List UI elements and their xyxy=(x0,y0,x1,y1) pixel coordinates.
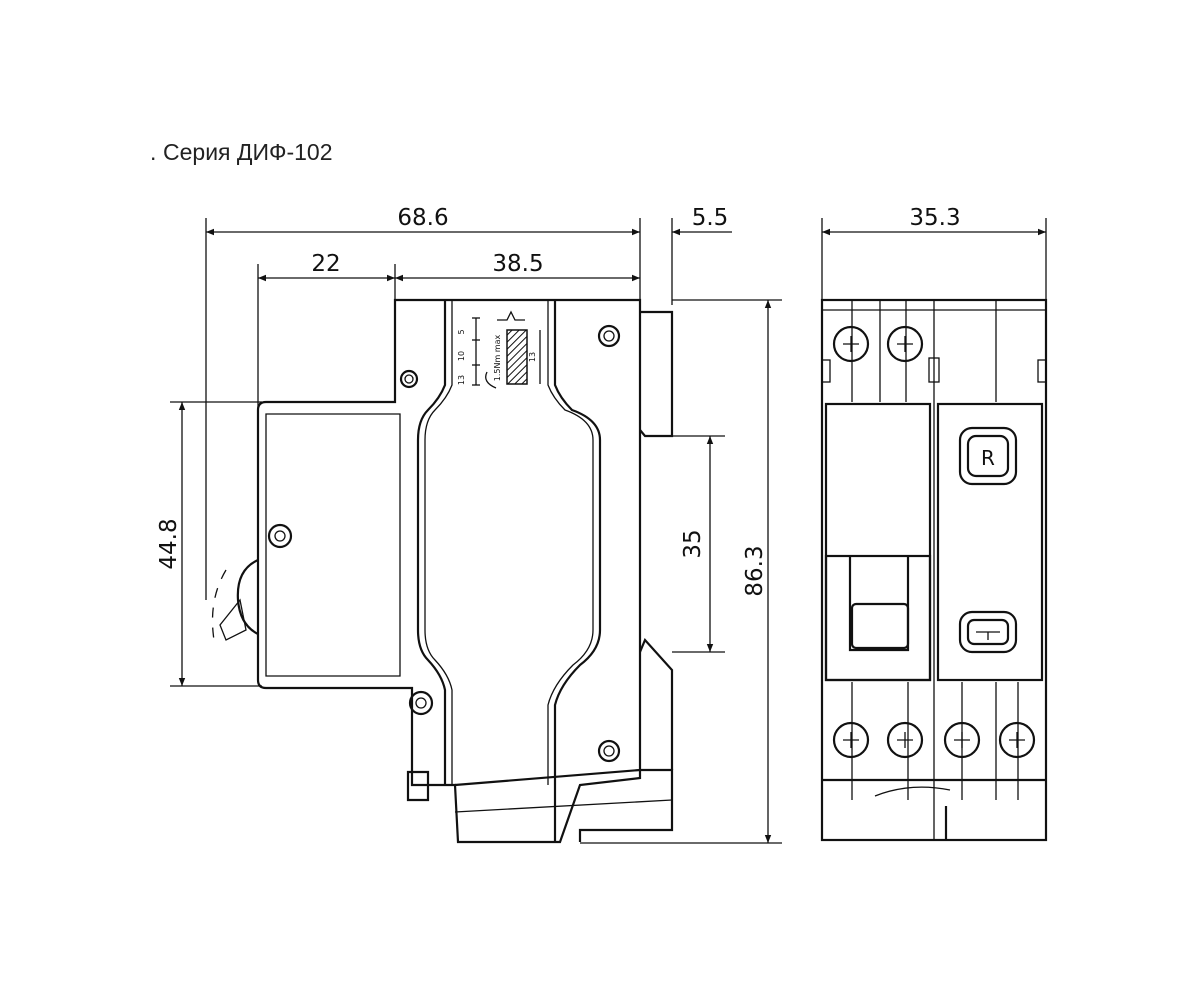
dim-overall-depth: 68.6 xyxy=(397,205,448,231)
front-view xyxy=(820,298,1048,842)
dim-rail-width: 35 xyxy=(680,529,706,558)
dimension-lines xyxy=(170,218,1047,844)
dim-overall-height: 86.3 xyxy=(742,545,768,596)
dim-front-height: 44.8 xyxy=(156,518,182,569)
terminal-mark-13: 13 xyxy=(457,375,466,385)
dim-body-depth: 38.5 xyxy=(492,251,543,277)
terminal-screw xyxy=(943,721,981,759)
terminal-mark-10: 10 xyxy=(457,351,466,361)
terminal-screw xyxy=(998,721,1036,759)
terminal-screw xyxy=(886,721,924,759)
terminal-screw xyxy=(832,325,870,363)
terminal-mark-5: 5 xyxy=(457,329,466,334)
terminal-strip-length: 13 xyxy=(528,352,537,362)
bullet-dot: . xyxy=(150,139,156,165)
dim-front-projection: 22 xyxy=(311,251,340,277)
dim-front-width: 35.3 xyxy=(909,205,960,231)
terminal-screw xyxy=(832,721,870,759)
page-title: Серия ДИФ-102 xyxy=(163,139,333,165)
dim-rail-offset: 5.5 xyxy=(692,205,729,231)
terminal-torque-note: 1.5Nm max xyxy=(493,335,502,382)
reset-button-label: R xyxy=(981,446,995,470)
side-view xyxy=(211,298,674,844)
terminal-screw xyxy=(886,325,924,363)
